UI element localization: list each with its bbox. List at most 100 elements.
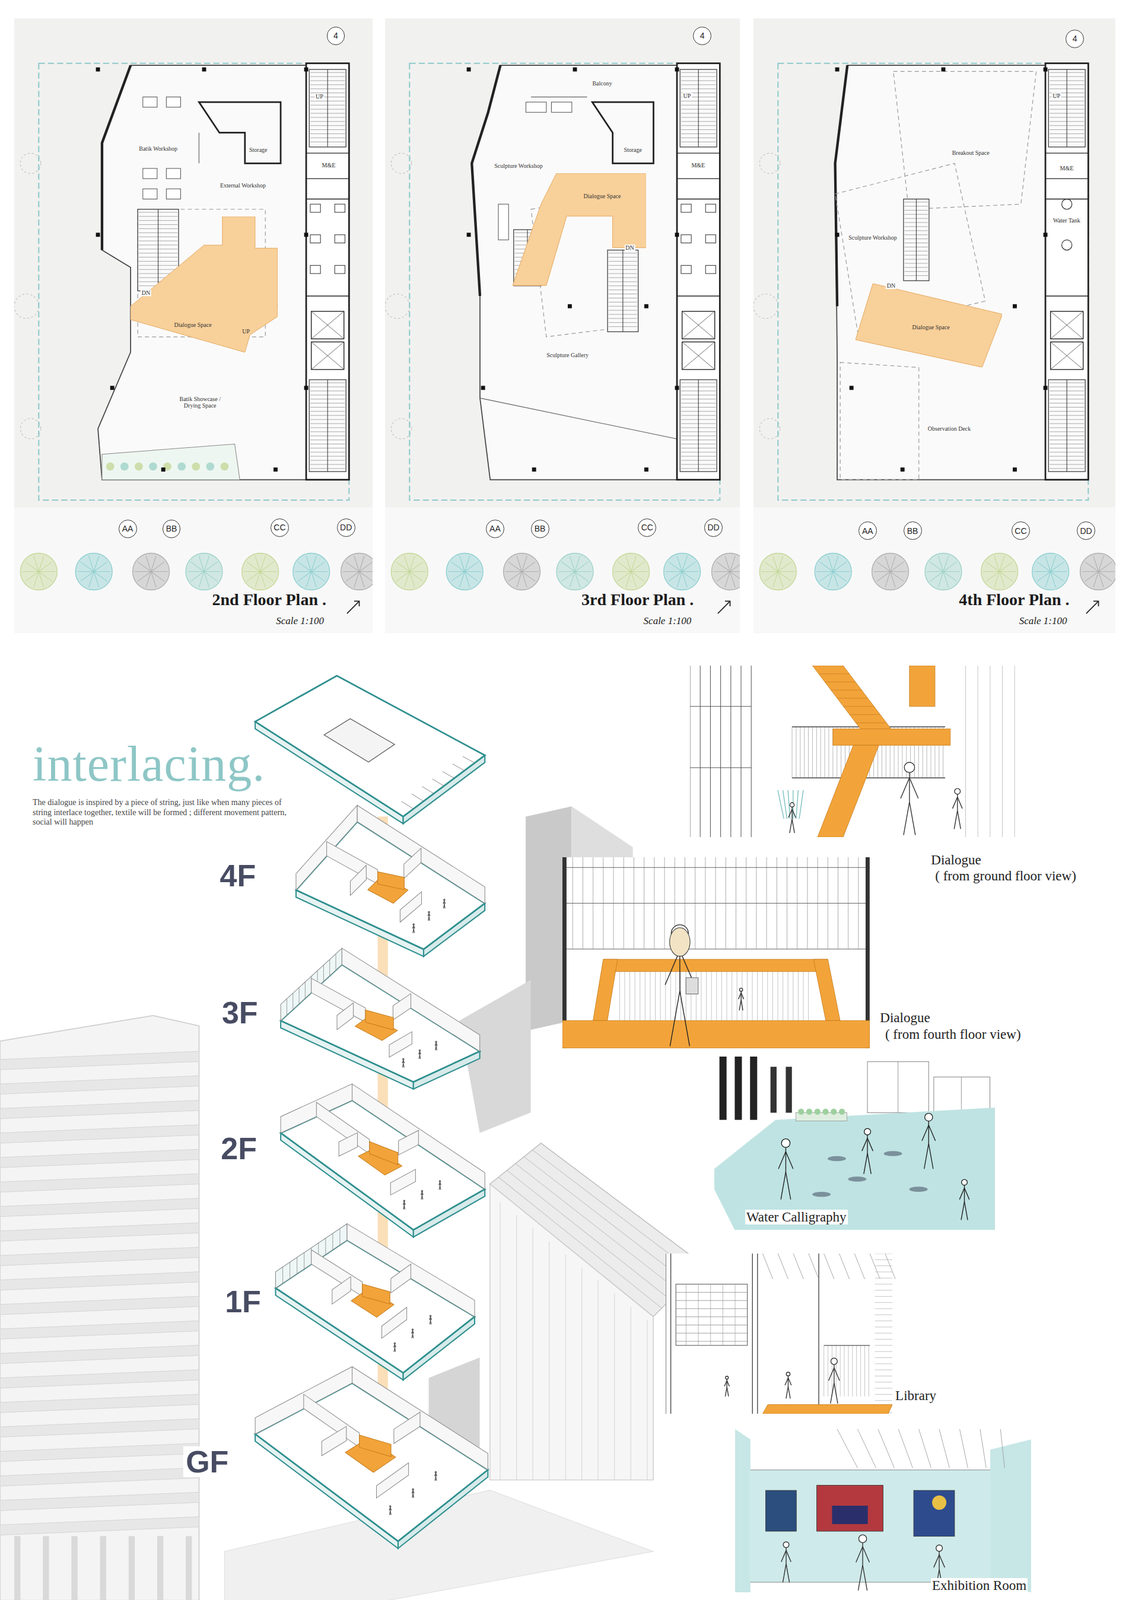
illustration-part [759, 552, 797, 590]
illustration-part [885, 1253, 896, 1280]
illustration-part [412, 923, 415, 925]
illustration-part [762, 1404, 892, 1414]
illustration-part [293, 552, 330, 590]
illustration-part [855, 1534, 870, 1591]
illustration-part [1050, 341, 1083, 370]
illustration-part [714, 1107, 995, 1230]
illustration-part [402, 1058, 405, 1060]
illustration-part [464, 571, 479, 581]
illustration-part [1048, 69, 1086, 148]
illustration-part [0, 1418, 199, 1437]
illustration-part [777, 971, 778, 1022]
illustration-part [120, 462, 129, 471]
illustration-part [96, 67, 101, 72]
illustration-part [676, 295, 720, 297]
floor-label: 4F [217, 860, 259, 892]
illustration-part [574, 571, 581, 588]
illustration-part [904, 762, 915, 773]
illustration-part [939, 1554, 945, 1568]
illustration-part [834, 65, 1045, 480]
room-label: UP [314, 93, 325, 101]
grid-label: AA [862, 526, 874, 536]
illustration-part [762, 971, 763, 1022]
illustration-part [827, 1345, 829, 1397]
illustration-part [689, 665, 1019, 838]
illustration-part [909, 665, 936, 707]
illustration-part [862, 1128, 874, 1175]
grid-label: AA [122, 523, 134, 534]
illustration-part [862, 1137, 868, 1151]
illustration-part [770, 1066, 777, 1113]
illustration-part [341, 552, 373, 590]
illustration-part [764, 571, 778, 581]
illustration-part [0, 1394, 199, 1413]
illustration-part [0, 1443, 199, 1462]
illustration-part [390, 1511, 391, 1516]
illustration-part [874, 1381, 892, 1383]
illustration-part [93, 561, 108, 572]
illustration-part [889, 561, 904, 572]
room-label: UP [1051, 92, 1062, 100]
illustration-part [598, 1280, 599, 1481]
floor-label: 3F [219, 997, 261, 1029]
illustration-part [832, 571, 850, 572]
illustration-part [14, 293, 39, 319]
illustration-part [676, 63, 720, 480]
illustration-part [255, 571, 261, 588]
illustration-part [961, 1201, 965, 1220]
illustration-part [834, 1367, 840, 1381]
illustration-part [1098, 561, 1112, 572]
illustration-part [0, 1222, 199, 1242]
illustration-part [777, 790, 784, 819]
illustration-part [786, 1171, 791, 1200]
illustration-part [665, 1253, 911, 1414]
room-label: Balcony [590, 80, 613, 88]
room-label: Water Tank [1051, 217, 1082, 225]
illustration-part [913, 1490, 955, 1537]
illustration-part [0, 1051, 199, 1070]
illustration-part [567, 304, 572, 309]
illustration-part [751, 971, 753, 1022]
illustration-part [345, 571, 360, 581]
illustration-part [735, 1056, 743, 1121]
illustration-part [957, 796, 963, 809]
illustration-part [93, 571, 111, 572]
grid-label: DD [339, 522, 352, 533]
grid-label: BB [907, 526, 919, 536]
illustration-part [1086, 601, 1099, 614]
illustration-part [0, 1075, 199, 1095]
illustration-part [961, 1179, 968, 1186]
illustration-part [311, 571, 329, 572]
illustration-part [630, 561, 645, 572]
illustration-part [785, 1147, 787, 1172]
perspective-view: Library [665, 1253, 947, 1417]
illustration-part [435, 1476, 437, 1481]
illustration-part [725, 571, 731, 588]
illustration-part [670, 971, 672, 1022]
illustration-part [937, 571, 944, 588]
illustration-part [1014, 665, 1016, 838]
illustration-part [1045, 63, 1089, 480]
illustration-part [365, 1009, 394, 1030]
illustration-part [151, 571, 165, 581]
illustration-part [466, 67, 471, 72]
illustration-part [924, 1143, 930, 1169]
illustration-part [735, 1429, 1032, 1593]
illustration-part [334, 234, 345, 244]
illustration-part [342, 571, 360, 572]
illustration-part [323, 965, 324, 982]
illustration-part [521, 571, 527, 588]
illustration-part [855, 1546, 863, 1563]
illustration-part [874, 1350, 892, 1352]
illustration-part [516, 1215, 517, 1481]
illustration-part [260, 571, 275, 581]
illustration-part [860, 1345, 861, 1397]
illustration-part [669, 991, 680, 1047]
illustration-part [392, 993, 411, 1021]
grid-bubble: AA [858, 521, 877, 540]
illustration-part [504, 571, 522, 572]
illustration-part [421, 1190, 424, 1200]
illustration-part [530, 96, 588, 98]
illustration-part [198, 555, 205, 572]
illustration-part [421, 1195, 423, 1200]
